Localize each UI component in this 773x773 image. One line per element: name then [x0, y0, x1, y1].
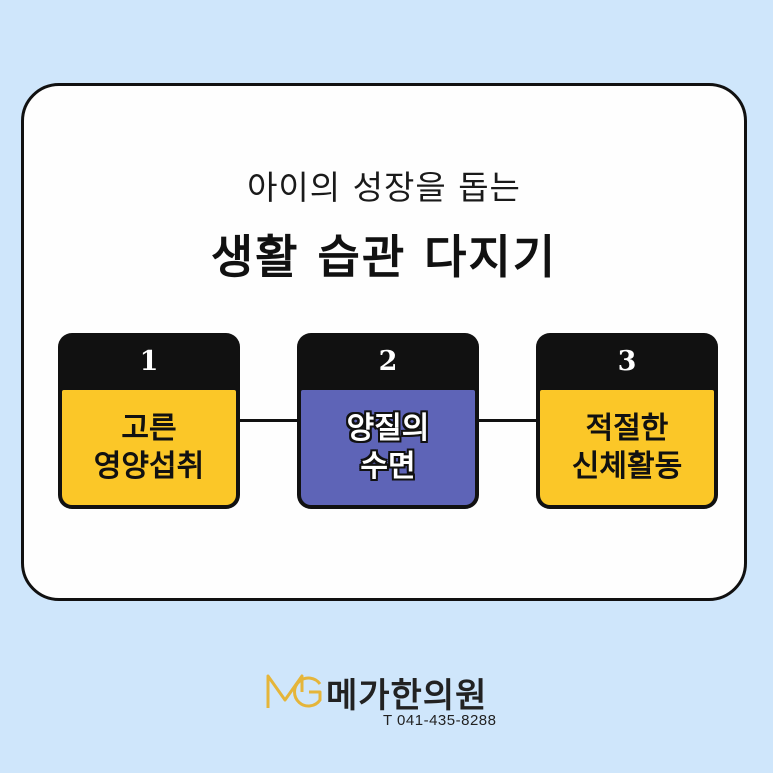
- clinic-phone: T 041-435-8288: [383, 712, 497, 729]
- step-number: 1: [139, 346, 159, 377]
- step-label-line: 신체활동: [571, 448, 683, 484]
- connector-line-1: [237, 419, 303, 422]
- step-label-line: 고른: [121, 410, 177, 446]
- clinic-name: 메가한의원: [326, 676, 488, 716]
- step-label-line: 적절한: [585, 410, 669, 446]
- step-card-2: 2 양질의 수면: [297, 333, 479, 509]
- step-body: 적절한 신체활동: [540, 390, 714, 505]
- connector-line-2: [476, 419, 542, 422]
- step-label-line: 양질의: [346, 410, 430, 446]
- step-card-1: 1 고른 영양섭취: [58, 333, 240, 509]
- page-title: 생활 습관 다지기: [210, 230, 558, 284]
- step-label-line: 영양섭취: [93, 448, 205, 484]
- step-card-3: 3 적절한 신체활동: [536, 333, 718, 509]
- step-body: 고른 영양섭취: [62, 390, 236, 505]
- step-body: 양질의 수면: [301, 390, 475, 505]
- mg-monogram-icon: [266, 674, 322, 708]
- step-label-line: 수면: [360, 448, 416, 484]
- step-number: 3: [617, 346, 637, 377]
- info-card: 아이의 성장을 돕는 생활 습관 다지기 1 고른 영양섭취 2 양질의 수면 …: [21, 83, 747, 601]
- subtitle: 아이의 성장을 돕는: [247, 168, 521, 207]
- step-number: 2: [378, 346, 398, 377]
